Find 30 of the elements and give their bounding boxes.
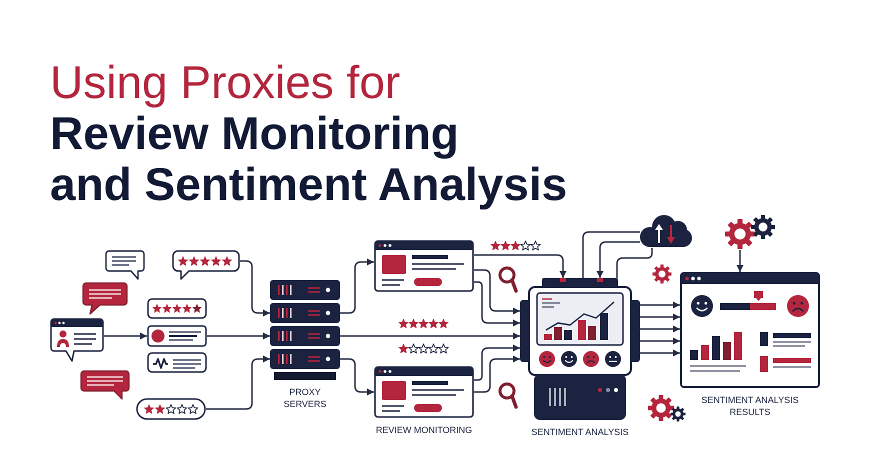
gears-icon: [722, 214, 776, 250]
browser-window: [374, 240, 474, 292]
arrow: [640, 350, 680, 356]
profile-card-icon: [50, 318, 104, 362]
arrow: [340, 332, 520, 340]
arrow: [474, 344, 520, 381]
arrow: [596, 241, 640, 278]
arrow: [474, 356, 520, 393]
connector-line: [582, 231, 640, 278]
node-label: PROXY SERVERS: [282, 386, 328, 410]
node-label: REVIEW MONITORING: [374, 424, 474, 436]
rating-bubble-icon: [172, 250, 240, 280]
arrow: [736, 250, 744, 272]
arrow: [640, 338, 680, 344]
arrow: [474, 254, 566, 278]
arrow: [474, 269, 520, 314]
arrow: [640, 314, 680, 320]
arrow: [640, 326, 680, 332]
review-card-icon: [147, 325, 207, 347]
node-label: SENTIMENT ANALYSIS RESULTS: [700, 394, 800, 418]
arrow: [104, 332, 147, 340]
connector-line: [616, 248, 653, 278]
title: Using Proxies for Review Monitoring and Sentiment Analysis: [50, 57, 568, 210]
arrow: [207, 332, 270, 340]
arrow: [206, 356, 270, 410]
node-label: SENTIMENT ANALYSIS: [530, 426, 630, 438]
arrow: [640, 302, 680, 308]
cloud-icon: [640, 214, 692, 248]
arrow: [474, 281, 520, 326]
rating-pill-icon: [136, 398, 206, 420]
